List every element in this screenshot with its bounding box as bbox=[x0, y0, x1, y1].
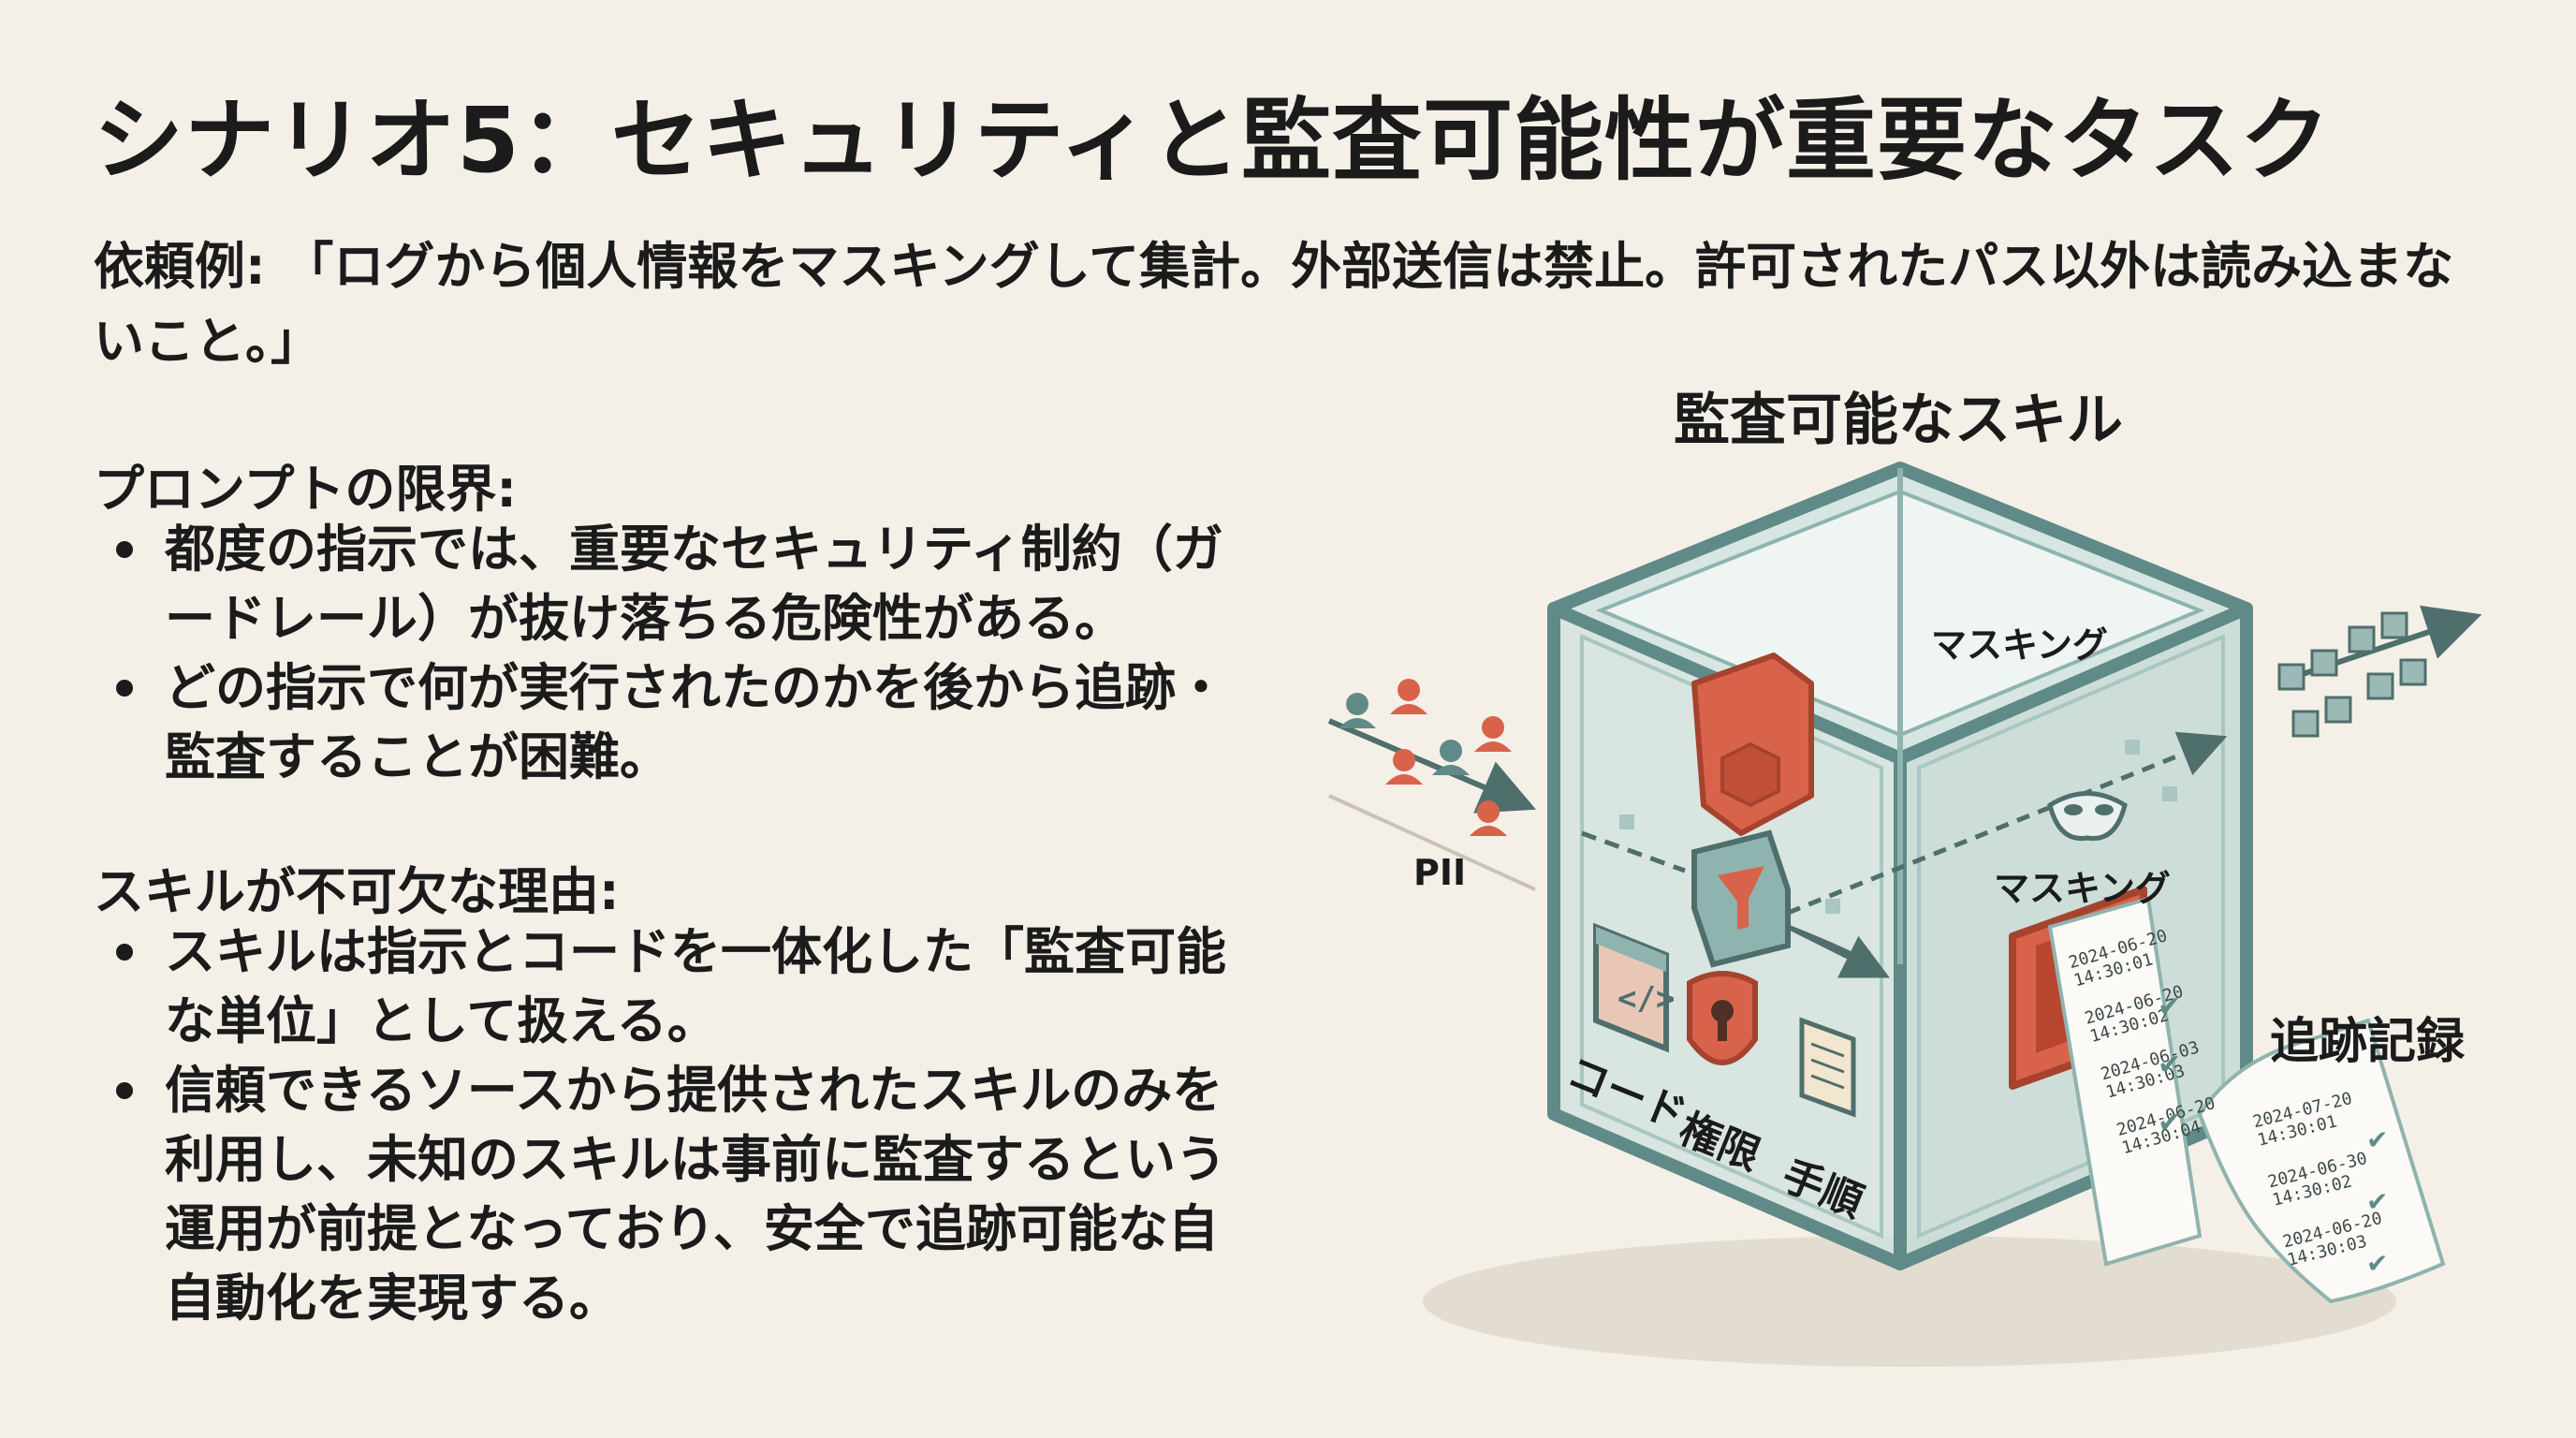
pii-label: PII bbox=[1413, 852, 1467, 893]
pii-people-icon bbox=[1339, 679, 1512, 836]
code-window-icon: </> bbox=[1593, 922, 1675, 1053]
diagram-svg: </> bbox=[1327, 462, 2482, 1367]
shield-keyhole-icon bbox=[1687, 971, 1758, 1065]
reasons-item-1: スキルは指示とコードを一体化した「監査可能な単位」として扱える。 bbox=[165, 922, 1226, 1050]
reasons-list: スキルは指示とコードを一体化した「監査可能な単位」として扱える。 信頼できるソー… bbox=[94, 917, 1264, 1333]
check-icon: ✔ bbox=[2158, 1049, 2182, 1081]
input-arrow bbox=[1327, 718, 1537, 891]
bullet-icon bbox=[116, 1082, 133, 1099]
list-item: どの指示で何が実行されたのかを後から追跡・監査することが困難。 bbox=[94, 653, 1264, 792]
list-item: 信頼できるソースから提供されたスキルのみを利用し、未知のスキルは事前に監査すると… bbox=[94, 1056, 1264, 1333]
bullet-icon bbox=[116, 944, 133, 961]
scroll-checks: ✔ ✔ ✔ bbox=[2366, 1109, 2388, 1295]
masking-top-label: マスキング bbox=[1931, 624, 2108, 666]
reasons-heading: スキルが不可欠な理由: bbox=[94, 862, 620, 921]
list-item: 都度の指示では、重要なセキュリティ制約（ガードレール）が抜け落ちる危険性がある。 bbox=[94, 515, 1264, 653]
trace-scroll bbox=[2197, 1018, 2446, 1304]
limits-item-2: どの指示で何が実行されたのかを後から追跡・監査することが困難。 bbox=[165, 658, 1226, 786]
check-icon: ✔ bbox=[2366, 1248, 2389, 1279]
limits-heading: プロンプトの限界: bbox=[94, 460, 517, 519]
auditable-skill-diagram: 監査可能なスキル bbox=[1301, 365, 2518, 1404]
diagram-title: 監査可能なスキル bbox=[1674, 388, 2123, 453]
request-example: 依頼例: 「ログから個人情報をマスキングして集計。外部送信は禁止。許可されたパス… bbox=[94, 237, 2454, 371]
limits-item-1: 都度の指示では、重要なセキュリティ制約（ガードレール）が抜け落ちる危険性がある。 bbox=[165, 520, 1223, 648]
list-item: スキルは指示とコードを一体化した「監査可能な単位」として扱える。 bbox=[94, 917, 1264, 1056]
floor-shadow bbox=[1423, 1236, 2396, 1367]
page-title: シナリオ5：セキュリティと監査可能性が重要なタスク bbox=[94, 88, 2332, 193]
output-cubes-icon bbox=[2277, 605, 2482, 738]
trace-record-label: 追跡記録 bbox=[2270, 1014, 2466, 1070]
bullet-icon bbox=[116, 541, 133, 558]
check-icon: ✔ bbox=[2366, 1186, 2389, 1217]
receipt-paper bbox=[2047, 896, 2203, 1267]
check-icon: ✔ bbox=[2366, 1124, 2389, 1155]
procedure-scroll-icon bbox=[1799, 1017, 1856, 1118]
masking-inner-label: マスキング bbox=[1994, 868, 2171, 909]
reasons-item-2: 信頼できるソースから提供されたスキルのみを利用し、未知のスキルは事前に監査すると… bbox=[165, 1061, 1226, 1328]
flow-arrows bbox=[1581, 731, 2228, 978]
limits-list: 都度の指示では、重要なセキュリティ制約（ガードレール）が抜け落ちる危険性がある。… bbox=[94, 515, 1264, 792]
filter-icon bbox=[1691, 829, 1791, 968]
lock-clasp-icon bbox=[1691, 653, 1814, 836]
check-icon: ✔ bbox=[2158, 990, 2182, 1023]
svg-text:</>: </> bbox=[1617, 980, 1675, 1018]
mask-icon bbox=[2047, 791, 2128, 842]
bullet-icon bbox=[116, 680, 133, 697]
receipt-checks: ✔ ✔ ✔ bbox=[2158, 978, 2181, 1152]
check-icon: ✔ bbox=[2158, 1107, 2182, 1139]
